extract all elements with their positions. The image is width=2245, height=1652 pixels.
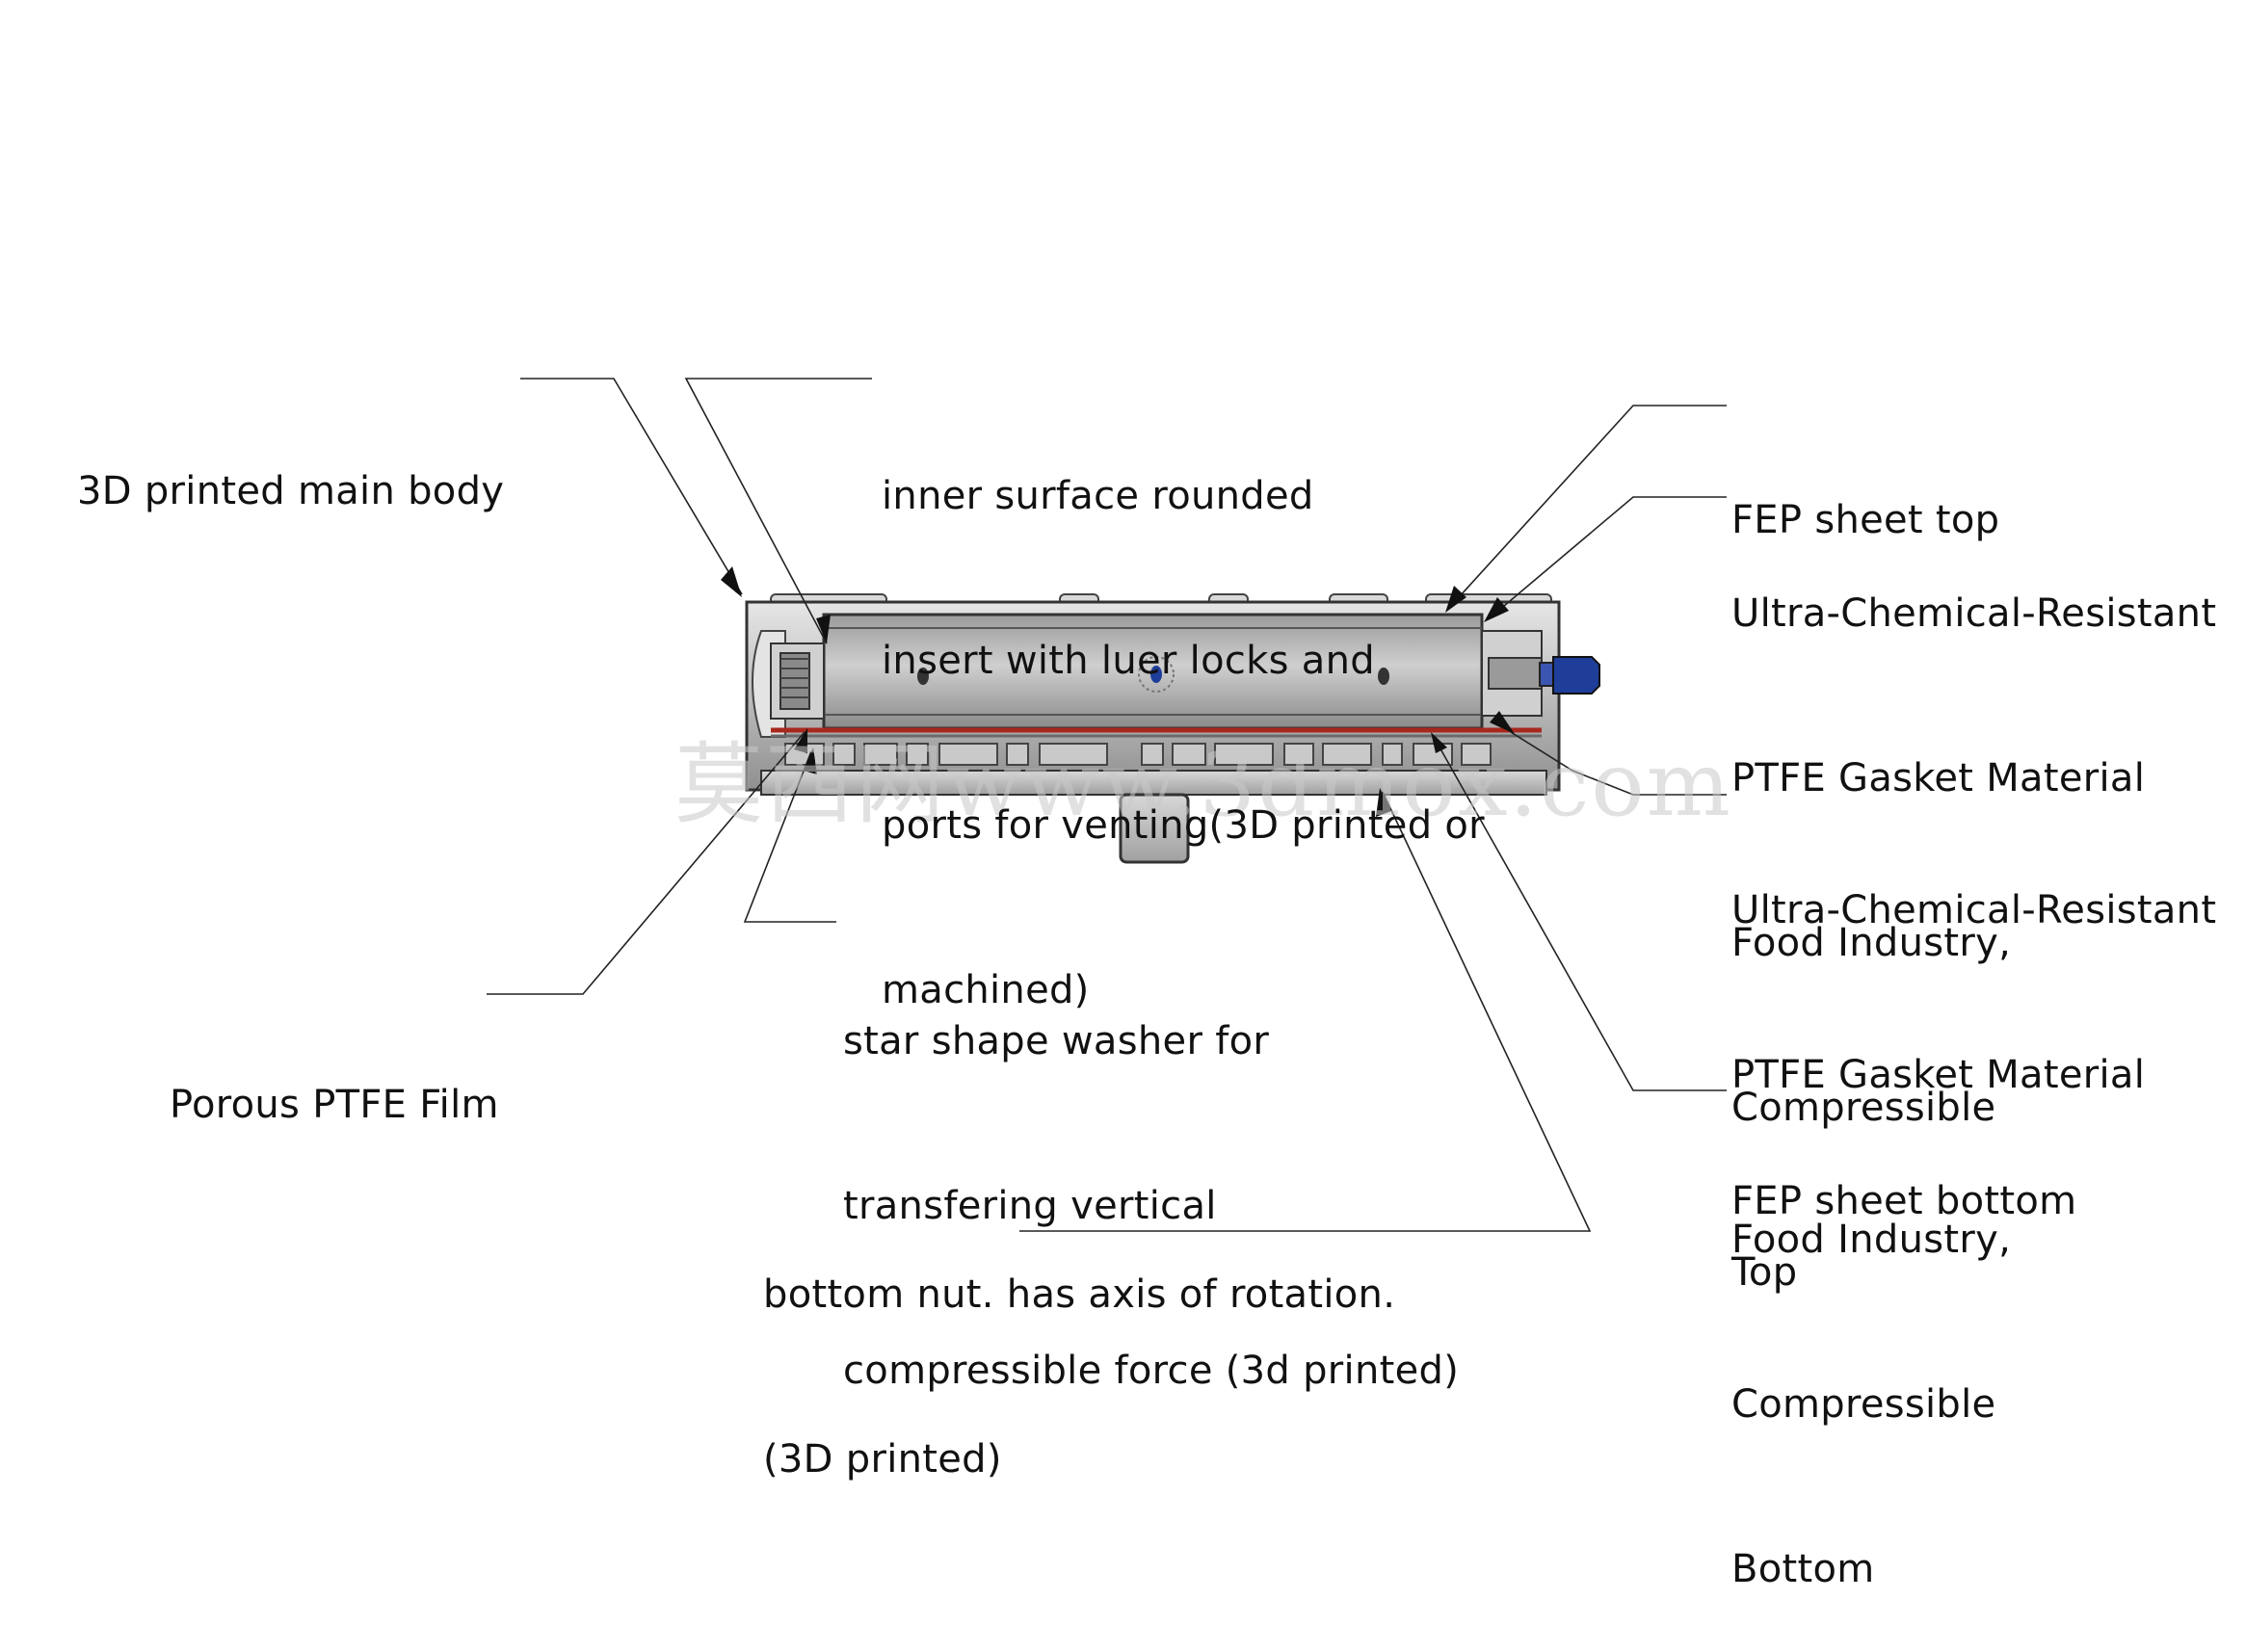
star-washer-lattice: [784, 743, 1492, 766]
label-gasket-bottom-line-3: Food Industry,: [1731, 1218, 2012, 1262]
arrow-gasket-top: [1484, 597, 1509, 622]
label-gasket-bottom-line-2: PTFE Gasket Material: [1731, 1053, 2146, 1097]
arrow-main-body: [721, 566, 742, 597]
vent-holes: [917, 656, 1389, 693]
label-bottom-nut-line-1: bottom nut. has axis of rotation.: [763, 1272, 1396, 1317]
label-washer: star shape washer for transfering vertic…: [843, 905, 1459, 1454]
label-bottom-nut-line-2: (3D printed): [763, 1437, 1002, 1482]
arrow-insert: [816, 615, 831, 643]
right-insert: [1481, 630, 1543, 717]
leader-fep-bottom: [1433, 736, 1727, 1091]
leader-lines: [487, 378, 1727, 1232]
left-insert: [770, 642, 825, 720]
luer-lock: [1539, 656, 1600, 695]
label-gasket-bottom-line-4: Compressible: [1731, 1382, 1996, 1427]
arrow-gasket-bottom: [1490, 711, 1515, 734]
leader-gasket-top: [1491, 496, 1727, 617]
label-insert-line-4: machined): [882, 968, 1090, 1012]
arrow-fep-top: [1445, 586, 1466, 613]
label-porous-film-text: Porous PTFE Film: [170, 1083, 499, 1127]
label-gasket-bottom-line-5: Bottom: [1731, 1547, 1875, 1591]
leader-arrowheads: [721, 566, 1515, 817]
bottom-stem: [1119, 793, 1190, 864]
label-insert-line-3: ports for venting(3D printed or: [882, 803, 1485, 848]
leader-gasket-bottom: [1510, 731, 1727, 796]
label-insert: inner surface rounded insert with luer l…: [882, 359, 1485, 1073]
leader-porous-film: [487, 731, 806, 995]
label-gasket-top-line-2: PTFE Gasket Material: [1731, 756, 2146, 800]
arrow-porous-film: [794, 728, 807, 753]
leader-main-body: [520, 378, 743, 595]
label-washer-line-3: compressible force (3d printed): [843, 1349, 1460, 1393]
leader-washer: [743, 750, 836, 923]
label-porous-film: Porous PTFE Film: [170, 968, 499, 1188]
leader-insert: [684, 378, 872, 644]
label-gasket-top-line-5: Top: [1731, 1250, 1798, 1295]
label-insert-line-2: insert with luer locks and: [882, 639, 1375, 683]
arrow-bottom-nut: [1376, 788, 1391, 817]
label-gasket-top-line-4: Compressible: [1731, 1086, 1996, 1130]
label-gasket-bottom-line-1: Ultra-Chemical-Resistant: [1731, 888, 2217, 932]
device-cross-section-diagram: [487, 378, 1727, 1232]
label-bottom-nut: bottom nut. has axis of rotation. (3D pr…: [763, 1158, 1395, 1542]
arrow-fep-bottom: [1431, 732, 1447, 753]
leader-fep-top: [1449, 405, 1727, 608]
label-main-body: 3D printed main body: [77, 354, 504, 574]
label-gasket-top-line-1: Ultra-Chemical-Resistant: [1731, 591, 2217, 636]
label-main-body-text: 3D printed main body: [77, 469, 505, 513]
label-washer-line-2: transfering vertical: [843, 1184, 1217, 1228]
label-fep-bottom-text: FEP sheet bottom: [1731, 1179, 2077, 1223]
label-gasket-top: Ultra-Chemical-Resistant PTFE Gasket Mat…: [1731, 477, 2216, 1355]
label-fep-top: FEP sheet top: [1731, 383, 1999, 603]
label-fep-bottom: FEP sheet bottom: [1731, 1064, 2076, 1284]
label-gasket-top-line-3: Food Industry,: [1731, 921, 2012, 965]
bottom-base-plate: [760, 770, 1547, 796]
label-washer-line-1: star shape washer for: [843, 1019, 1270, 1063]
arrow-washer: [804, 747, 817, 774]
watermark: 莫西网www.3dmox.com: [674, 733, 1732, 836]
label-fep-top-text: FEP sheet top: [1731, 498, 2000, 542]
leader-bottom-nut: [1019, 791, 1592, 1232]
label-insert-line-1: inner surface rounded: [882, 474, 1314, 518]
